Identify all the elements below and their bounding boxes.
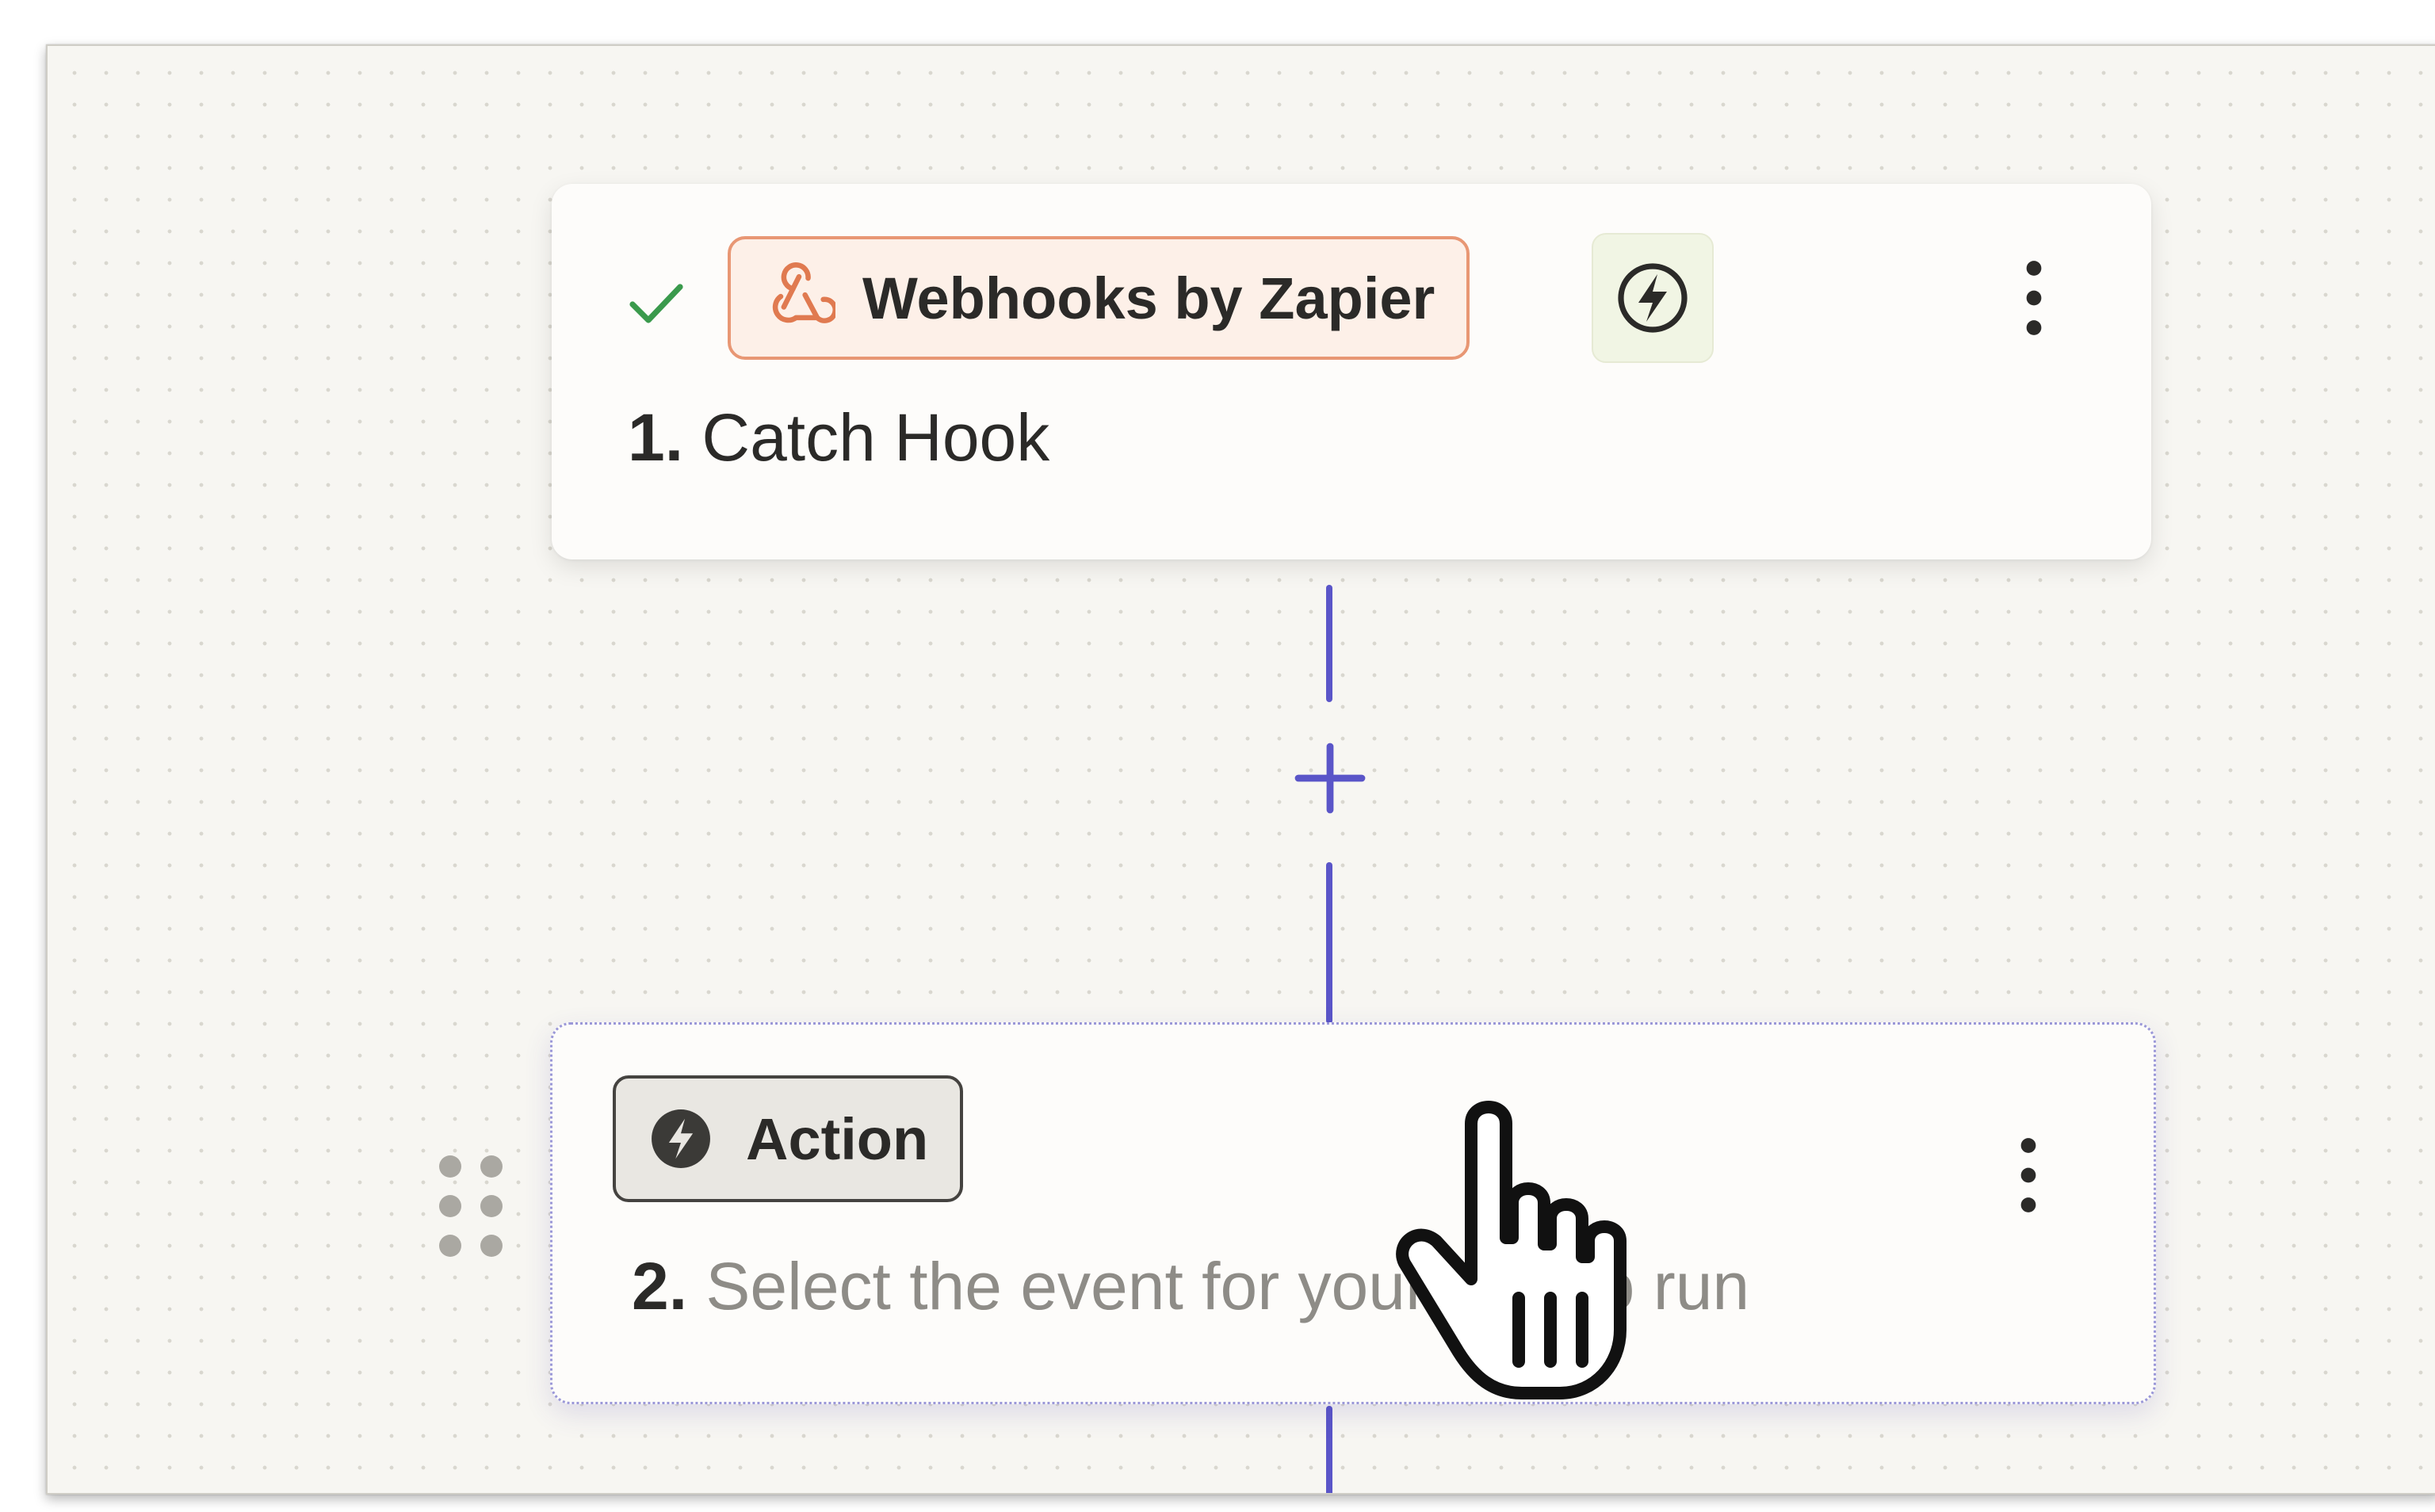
action-chip[interactable]: Action xyxy=(613,1075,964,1202)
plus-icon xyxy=(1294,743,1366,814)
connector-line-top xyxy=(1326,585,1332,702)
trigger-status-badge[interactable] xyxy=(1592,233,1714,363)
more-vertical-icon xyxy=(2020,1138,2036,1212)
step-title-text: Select the event for your Zap to run xyxy=(705,1249,1750,1323)
step-number: 1. xyxy=(628,400,684,475)
check-icon xyxy=(629,284,683,323)
action-more-menu-button[interactable] xyxy=(2005,1128,2052,1223)
action-step-card[interactable]: Action 2. Select the event for your Zap … xyxy=(550,1022,2156,1404)
connector-line-bottom xyxy=(1326,1406,1332,1493)
drag-handle-icon[interactable] xyxy=(431,1147,510,1266)
step-title-text: Catch Hook xyxy=(701,400,1050,475)
lightning-bolt-icon xyxy=(652,1109,710,1168)
connector-line-middle xyxy=(1326,862,1332,1024)
step-number: 2. xyxy=(632,1249,688,1323)
add-step-button[interactable] xyxy=(1290,739,1370,818)
app-name: Webhooks by Zapier xyxy=(862,265,1435,331)
trigger-step-card[interactable]: Webhooks by Zapier 1. Catch Hook xyxy=(552,184,2151,559)
app-chip-webhooks[interactable]: Webhooks by Zapier xyxy=(728,236,1470,360)
trigger-more-menu-button[interactable] xyxy=(2010,250,2058,346)
trigger-step-title: 1. Catch Hook xyxy=(628,399,1049,476)
lightning-bolt-icon xyxy=(1618,263,1688,333)
zap-editor-canvas: Webhooks by Zapier 1. Catch Hook xyxy=(46,44,2435,1495)
more-vertical-icon xyxy=(2026,261,2042,335)
action-chip-label: Action xyxy=(746,1105,929,1172)
webhook-icon xyxy=(772,262,835,323)
action-step-title: 2. Select the event for your Zap to run xyxy=(632,1248,1749,1325)
